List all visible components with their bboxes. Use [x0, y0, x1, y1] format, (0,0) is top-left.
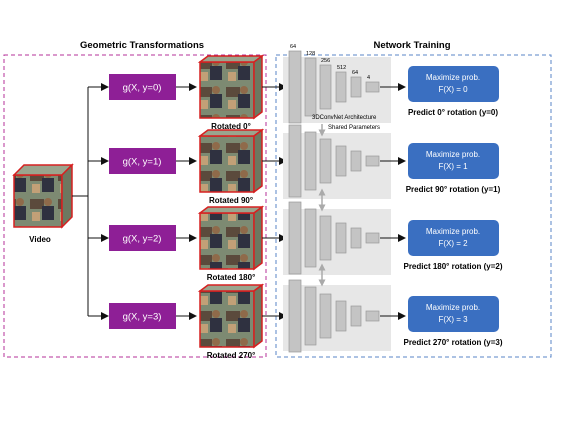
network-panel-3: Maximize prob. F(X) = 3 Predict 270° rotat…	[283, 279, 503, 353]
network-training-frame	[275, 54, 552, 358]
conv-layer	[335, 300, 347, 332]
objective-box-1: Maximize prob. F(X) = 1	[408, 143, 499, 179]
transform-function-label: g(X, y=3)	[123, 312, 162, 323]
rotated-video-cube	[197, 205, 265, 271]
conv-layer	[365, 232, 380, 244]
conv-layer	[319, 138, 332, 184]
conv-layer	[319, 64, 332, 110]
transform-row-2: g(X, y=2) Rotated 180°	[88, 205, 287, 282]
objective-line2: F(X) = 2	[438, 239, 468, 248]
conv-layer	[350, 76, 362, 98]
layer-size-label: 64	[352, 70, 358, 76]
network-panel-1: Maximize prob. F(X) = 1 Predict 90° rotati…	[283, 124, 501, 199]
objective-box-3: Maximize prob. F(X) = 3	[408, 296, 499, 332]
objective-line2: F(X) = 3	[438, 315, 468, 324]
objective-line1: Maximize prob.	[426, 303, 480, 312]
conv-layer	[350, 227, 362, 249]
objective-line1: Maximize prob.	[426, 150, 480, 159]
rotation-caption: Rotated 270°	[207, 351, 256, 360]
objective-line1: Maximize prob.	[426, 227, 480, 236]
layer-size-label: 64	[290, 44, 296, 50]
input-video-cube	[12, 163, 74, 229]
objective-box-2: Maximize prob. F(X) = 2	[408, 220, 499, 256]
transform-function-box	[109, 303, 176, 329]
conv-layer	[288, 124, 302, 198]
shared-parameters-label: Shared Parameters	[328, 125, 380, 131]
prediction-label: Predict 90° rotation (y=1)	[406, 185, 501, 194]
conv-layer	[304, 208, 317, 268]
transform-row-0: g(X, y=0) Rotated 0°	[88, 54, 287, 131]
conv-layer	[304, 57, 317, 117]
conv-layer	[288, 201, 302, 275]
conv-layer	[319, 215, 332, 261]
conv-layer	[365, 310, 380, 322]
objective-box-0: Maximize prob. F(X) = 0	[408, 66, 499, 102]
video-label: Video	[29, 235, 51, 244]
geometric-transformations-frame	[3, 54, 267, 358]
transform-function-box	[109, 225, 176, 251]
objective-line2: F(X) = 0	[438, 85, 468, 94]
rotated-video-cube	[197, 283, 265, 349]
conv-layer	[350, 305, 362, 327]
rotation-caption: Rotated 180°	[207, 273, 256, 282]
network-panel-0: 64 128 256 512 64 4 Maximize prob. F(X) = 0 Pred…	[283, 44, 499, 124]
conv-layer	[319, 293, 332, 339]
transform-function-box	[109, 74, 176, 100]
conv-layer	[335, 145, 347, 177]
conv-layer	[304, 131, 317, 191]
prediction-label: Predict 270° rotation (y=3)	[403, 338, 502, 347]
conv-layer	[335, 222, 347, 254]
objective-line2: F(X) = 1	[438, 162, 468, 171]
prediction-label: Predict 0° rotation (y=0)	[408, 108, 498, 117]
conv-layer	[365, 81, 380, 93]
layer-size-label: 512	[337, 65, 346, 71]
conv-layer	[288, 50, 302, 124]
transform-function-label: g(X, y=2)	[123, 234, 162, 245]
section-title-network: Network Training	[373, 40, 450, 51]
layer-size-label: 4	[367, 75, 370, 81]
conv-layer	[365, 155, 380, 167]
conv-layer	[350, 150, 362, 172]
transform-function-label: g(X, y=0)	[123, 83, 162, 94]
transform-function-label: g(X, y=1)	[123, 157, 162, 168]
transform-row-1: g(X, y=1) Rotated 90°	[88, 128, 287, 205]
conv-layer	[304, 286, 317, 346]
rotated-video-cube	[197, 54, 265, 120]
section-title-geometric: Geometric Transformations	[80, 40, 204, 51]
layer-size-label: 256	[321, 58, 330, 64]
rotated-video-cube	[197, 128, 265, 194]
rotation-caption: Rotated 90°	[209, 196, 253, 205]
architecture-label: 3DConvNet Architecture	[312, 115, 377, 121]
conv-layer	[335, 71, 347, 103]
network-panel-2: Maximize prob. F(X) = 2 Predict 180° rotat…	[283, 201, 503, 275]
prediction-label: Predict 180° rotation (y=2)	[403, 262, 502, 271]
rotation-caption: Rotated 0°	[211, 122, 251, 131]
objective-line1: Maximize prob.	[426, 73, 480, 82]
layer-size-label: 128	[306, 51, 315, 57]
transform-function-box	[109, 148, 176, 174]
transform-row-3: g(X, y=3) Rotated 270°	[88, 283, 287, 360]
conv-layer	[288, 279, 302, 353]
